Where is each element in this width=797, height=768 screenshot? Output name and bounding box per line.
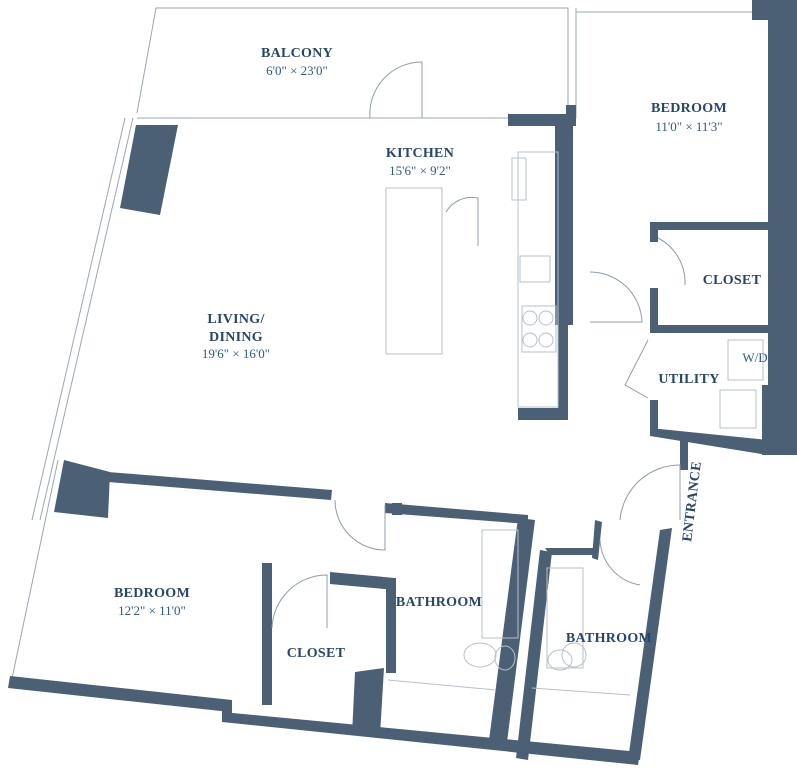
bathroom-right-name: BATHROOM [566,631,652,646]
closet-bottom-label: CLOSET [287,646,346,661]
utility-door [624,339,649,399]
kitchen-label: KITCHEN 15'6" × 9'2" [386,146,454,178]
balcony-door [369,61,423,119]
balcony-dims: 6'0" × 23'0" [266,63,328,78]
entrance-label: ENTRANCE [680,460,705,542]
wall-right-exterior [752,0,797,455]
utility-name: UTILITY [658,372,719,387]
bedroom-bottom-dims: 12'2" × 11'0" [118,603,186,618]
bathroom-left-name: BATHROOM [396,595,482,610]
bedroom-bottom-label: BEDROOM 12'2" × 11'0" [114,586,190,618]
balcony-name: BALCONY [261,46,333,61]
closet-top-name: CLOSET [703,273,762,288]
bedroom-top-name: BEDROOM [651,101,727,116]
column-top-left [120,125,178,215]
utility-fixtures [719,339,764,429]
entrance-door [619,464,681,521]
bedroom-top-door [589,271,643,323]
bedroom-bottom-name: BEDROOM [114,586,190,601]
kitchen-fixtures [385,151,559,408]
bedroom-bottom-door [334,499,386,551]
entrance-name: ENTRANCE [680,460,705,542]
kitchen-name: KITCHEN [386,146,454,161]
kitchen-dims: 15'6" × 9'2" [389,163,451,178]
closet-top-door [657,237,686,286]
washer-dryer-label: W/D [742,350,767,365]
bathroom-fixtures [387,529,631,696]
utility-label: UTILITY W/D [658,350,767,387]
left-exterior-wall [9,117,134,689]
closet-top-label: CLOSET [703,273,762,288]
bedroom-top-dims: 11'0" × 11'3" [655,119,722,134]
bathroom-right-door [599,539,641,586]
balcony-outline [136,7,755,119]
bedroom-top-label: BEDROOM 11'0" × 11'3" [651,101,727,134]
bathroom-left-label: BATHROOM [396,595,482,610]
closet-bottom-name: CLOSET [287,646,346,661]
living-label: LIVING/ DINING 19'6" × 16'0" [202,312,270,361]
doors [271,61,686,629]
closet-bottom-door [271,574,328,629]
walls [8,0,797,765]
living-name-line1: LIVING/ [207,312,265,327]
column-bottom-left [54,460,110,518]
pantry-door [445,196,479,246]
living-name-line2: DINING [209,330,263,345]
bathroom-right-label: BATHROOM [566,631,652,646]
balcony-label: BALCONY 6'0" × 23'0" [261,46,333,78]
living-dims: 19'6" × 16'0" [202,346,270,361]
